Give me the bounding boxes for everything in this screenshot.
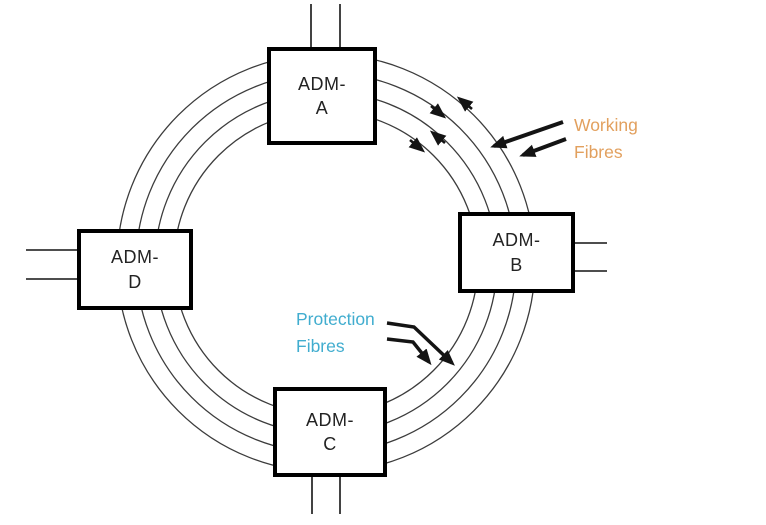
direction-arrow-ccw-outer-icon	[456, 96, 474, 112]
direction-arrow-cw-outer-icon	[429, 103, 447, 119]
node-adm-b-label-line1: ADM-	[492, 230, 541, 251]
node-adm-d-label-line2: D	[128, 271, 142, 292]
working-pointer-arrow-2	[519, 137, 567, 157]
node-adm-b-label-line2: B	[510, 254, 523, 275]
direction-arrow-ccw-inner-icon	[429, 130, 447, 146]
node-adm-c-label-line2: C	[323, 434, 337, 454]
node-adm-a-label: ADM- A	[298, 72, 346, 121]
node-adm-d-label: ADM- D	[111, 245, 159, 294]
node-adm-a-label-line1: ADM-	[298, 73, 346, 94]
node-adm-c-label-line1: ADM-	[306, 409, 354, 430]
tributary-lines	[26, 4, 607, 514]
protection-fibres-label: Protection Fibres	[296, 309, 375, 356]
protection-fibre-inner-2	[173, 110, 479, 416]
node-adm-b: ADM- B	[458, 212, 575, 293]
node-adm-a-label-line2: A	[315, 98, 329, 118]
fibre-direction-arrows	[408, 96, 474, 153]
protection-pointer-arrow-2	[386, 337, 432, 366]
node-adm-c-label: ADM- C	[306, 408, 354, 457]
label-pointer-arrows	[386, 120, 567, 366]
node-adm-d: ADM- D	[77, 229, 193, 310]
working-fibres-label: Working Fibres	[574, 115, 638, 162]
node-adm-c: ADM- C	[273, 387, 387, 477]
node-adm-b-label: ADM- B	[493, 228, 541, 277]
node-adm-d-label-line1: ADM-	[111, 247, 159, 268]
direction-arrow-cw-inner-icon	[408, 137, 426, 153]
working-pointer-arrow-1	[490, 120, 564, 149]
node-adm-a: ADM- A	[267, 47, 377, 145]
protection-pointer-arrow-1	[386, 321, 455, 366]
